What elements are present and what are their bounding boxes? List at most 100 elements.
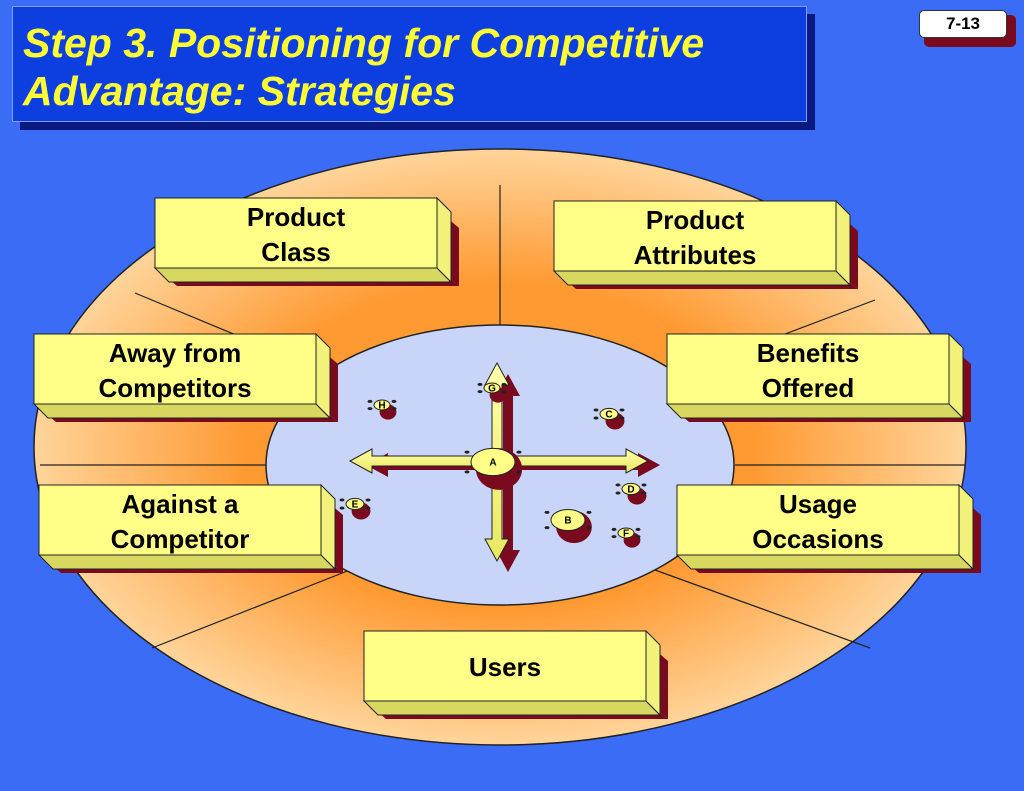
box-bevel-right [958, 483, 974, 571]
point-tick [593, 408, 599, 412]
point-label: A [489, 458, 496, 469]
point-marker [599, 407, 619, 421]
box-bevel-bottom [665, 403, 965, 419]
positioning-points: B C D E F G H A [339, 382, 647, 548]
strategy-label-line-2: Competitors [98, 373, 251, 403]
point-tick [365, 506, 371, 510]
point-marker [470, 447, 516, 477]
point-tick [516, 470, 522, 474]
point-tick [367, 407, 373, 411]
box-bevel-right [835, 199, 851, 287]
box-bevel-bottom [153, 267, 453, 283]
point-tick [615, 483, 621, 487]
strategy-label-line-1: Product [247, 202, 346, 232]
map-point-h: H [367, 399, 397, 420]
point-tick [641, 483, 647, 487]
strategy-label-line-2: Attributes [634, 240, 757, 270]
point-label: C [605, 410, 612, 421]
point-tick [544, 526, 550, 530]
map-point-a: A [464, 447, 523, 490]
box-face [154, 197, 438, 269]
map-point-g: G [477, 382, 507, 403]
point-tick [544, 510, 550, 514]
map-point-d: D [615, 482, 647, 505]
box-bevel-bottom [675, 554, 975, 570]
point-tick [593, 416, 599, 420]
box-bevel-right [948, 332, 964, 420]
box-face [666, 333, 950, 405]
point-tick [586, 526, 592, 530]
strategy-box-against-a-competitor: Against a Competitor [37, 483, 343, 573]
strategy-label-line-1: Benefits [757, 338, 860, 368]
point-tick [635, 527, 641, 531]
strategy-label: Users [469, 652, 541, 682]
point-tick [367, 399, 373, 403]
map-point-e: E [339, 497, 371, 520]
point-marker [373, 399, 391, 411]
title-line-1: Step 3. Positioning for Competitive [23, 20, 705, 66]
point-tick [501, 382, 507, 386]
point-marker [550, 508, 586, 532]
point-marker [621, 482, 641, 496]
title-box: Step 3. Positioning for Competitive Adva… [12, 6, 807, 122]
box-bevel-right [315, 332, 331, 420]
point-label: H [378, 401, 385, 412]
divider-line-lower-left [151, 567, 356, 649]
strategy-label-line-2: Offered [762, 373, 854, 403]
box-bevel-right [320, 483, 336, 571]
box-bevel-bottom [552, 270, 852, 286]
point-label: B [564, 516, 571, 527]
divider-line-lower-right [654, 569, 871, 649]
title-line-2: Advantage: Strategies [23, 68, 456, 114]
point-tick [477, 382, 483, 386]
point-tick [635, 535, 641, 539]
point-tick [365, 498, 371, 502]
point-tick [619, 408, 625, 412]
strategy-box-users: Users [362, 629, 668, 719]
strategy-label-line-2: Class [261, 237, 330, 267]
box-bevel-bottom [32, 403, 332, 419]
box-bevel-bottom [362, 700, 662, 716]
map-point-f: F [611, 527, 641, 548]
box-face [363, 630, 647, 702]
point-tick [586, 510, 592, 514]
box-face [38, 484, 322, 556]
box-bevel-right [645, 629, 661, 717]
strategy-label-line-2: Competitor [111, 524, 250, 554]
map-point-b: B [544, 508, 592, 544]
point-tick [516, 450, 522, 454]
page-number-badge: 7-13 [919, 10, 1007, 38]
point-tick [615, 491, 621, 495]
point-tick [477, 390, 483, 394]
box-face [676, 484, 960, 556]
box-bevel-right [436, 196, 452, 284]
box-face [33, 333, 317, 405]
slide-title: Step 3. Positioning for Competitive Adva… [23, 19, 704, 115]
point-tick [464, 470, 470, 474]
strategy-label-line-1: Away from [109, 338, 241, 368]
point-label: E [352, 500, 359, 511]
point-tick [339, 498, 345, 502]
point-label: G [488, 384, 496, 395]
strategy-label-line-1: Product [646, 205, 745, 235]
strategy-label-line-1: Usage [779, 489, 857, 519]
point-tick [611, 535, 617, 539]
point-label: D [627, 485, 634, 496]
point-tick [611, 527, 617, 531]
point-tick [641, 491, 647, 495]
strategy-label-line-2: Occasions [752, 524, 884, 554]
strategy-label-line-1: Against a [121, 489, 239, 519]
point-marker [483, 382, 501, 394]
point-tick [619, 416, 625, 420]
point-tick [501, 390, 507, 394]
point-label: F [623, 529, 629, 540]
map-point-c: C [593, 407, 625, 430]
point-marker [345, 497, 365, 511]
